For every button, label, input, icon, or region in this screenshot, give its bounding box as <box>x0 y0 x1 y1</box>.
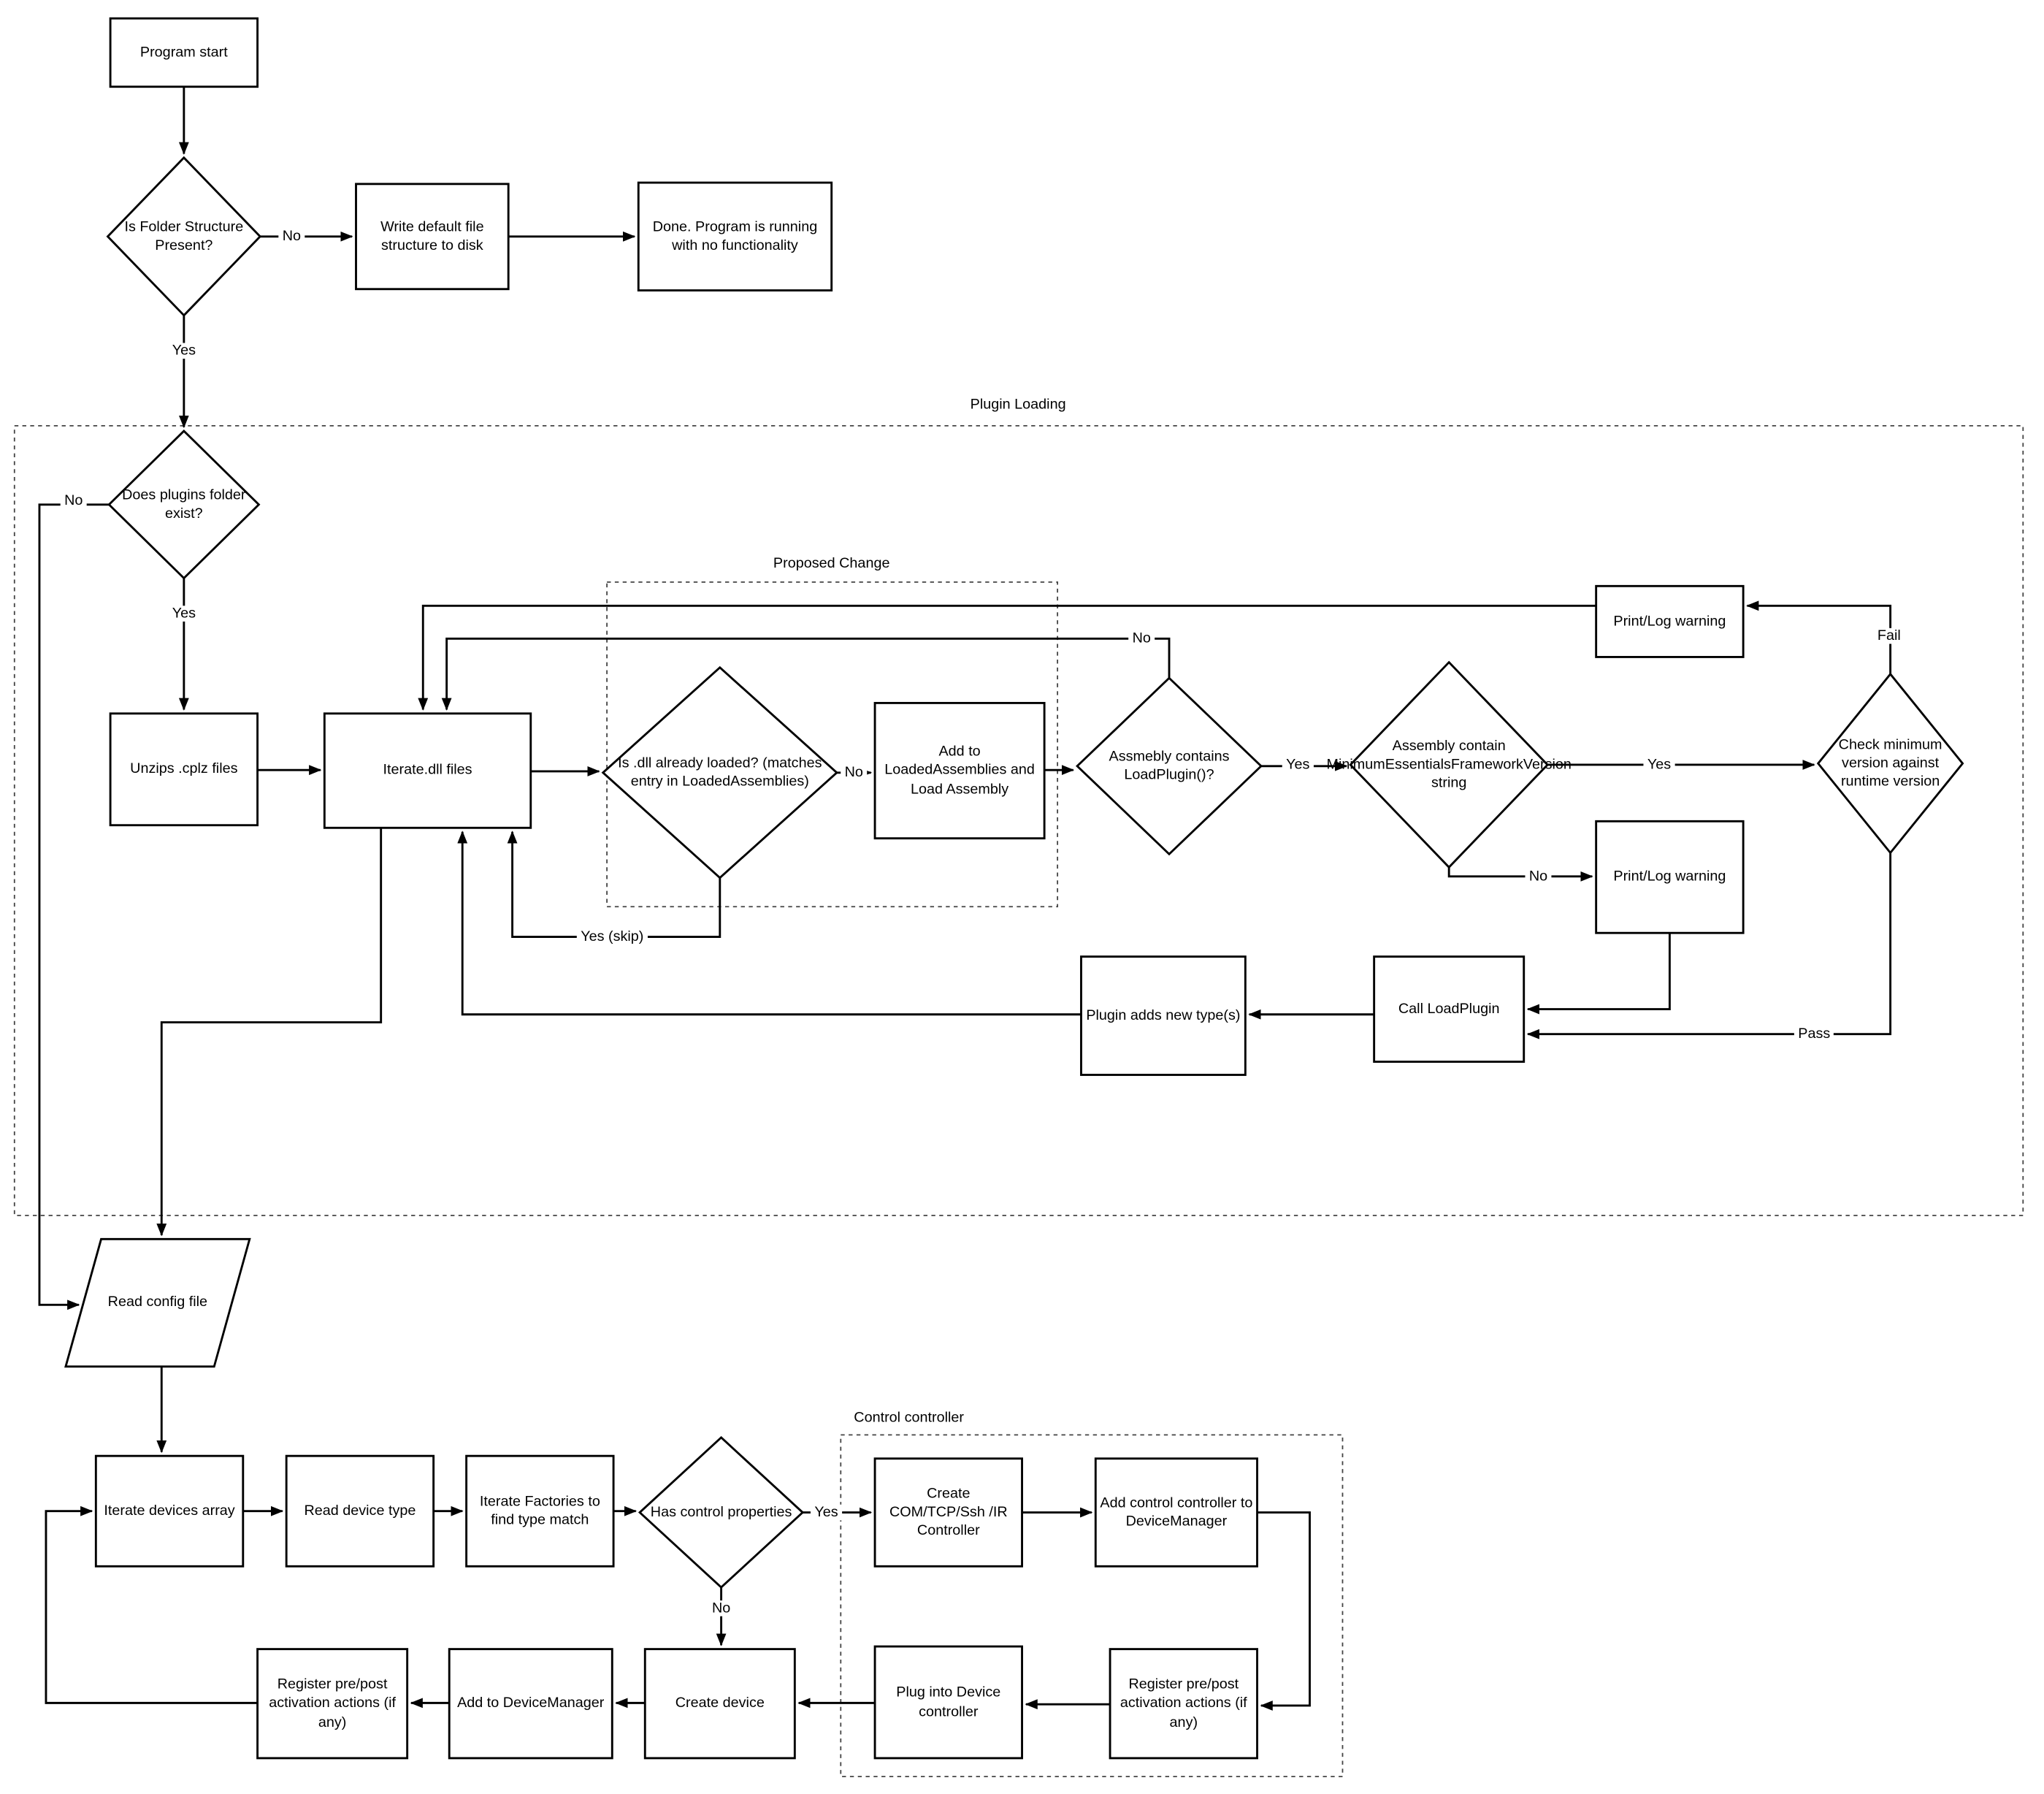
edge-label-folder-no: No <box>278 229 305 245</box>
node-print-warning-top: Print/Log warning <box>1613 614 1726 630</box>
min-version-diamond <box>1349 660 1550 869</box>
node-done: Done. Program is running with no functio… <box>652 219 818 254</box>
iterate-factories-shape <box>465 1454 615 1568</box>
edge-label-minversion-yes: Yes <box>1643 757 1675 773</box>
iterate-dll-shape <box>323 712 532 829</box>
node-check-min-version: Check minimum version against runtime ve… <box>1838 736 1942 790</box>
plugin-adds-shape <box>1080 955 1247 1076</box>
edge-label-dll-yes-skip: Yes (skip) <box>576 928 648 945</box>
proposed-change-label: Proposed Change <box>773 555 890 572</box>
edge-check-pass <box>1526 852 1892 1039</box>
node-print-warning-bottom: Print/Log warning <box>1613 869 1726 885</box>
print-warning-bottom-shape <box>1595 820 1745 934</box>
folder-structure-diamond <box>106 156 262 317</box>
edge-label-minversion-no: No <box>1525 869 1552 885</box>
edge-label-plugins-no: No <box>60 492 87 509</box>
node-folder-structure-present: Is Folder Structure Present? <box>124 219 244 254</box>
node-add-control-controller: Add control controller to DeviceManager <box>1100 1495 1253 1530</box>
unzips-shape <box>109 712 259 827</box>
edge-addcontroller-to-register <box>1257 1511 1311 1711</box>
register-left-shape <box>256 1648 409 1760</box>
node-read-config: Read config file <box>107 1294 208 1311</box>
proposed-change-container <box>606 581 1059 908</box>
edge-label-control-yes: Yes <box>810 1504 843 1521</box>
edge-label-check-pass: Pass <box>1794 1026 1834 1042</box>
read-device-type-shape <box>285 1454 435 1568</box>
plug-into-device-shape <box>873 1645 1023 1760</box>
edge-plugin-adds-to-iterate <box>457 831 1082 1016</box>
node-min-version-string: Assembly contain MinimumEssentialsFramew… <box>1326 738 1572 791</box>
edge-label-plugins-yes: Yes <box>168 606 200 622</box>
edge-label-loadplugin-no: No <box>1128 630 1155 647</box>
add-assemblies-shape <box>873 701 1046 840</box>
check-min-version-diamond <box>1816 672 1964 855</box>
edge-plugins-no <box>38 503 110 1310</box>
edge-warning-top-to-iterate <box>418 604 1596 711</box>
node-unzips-cplz: Unzips .cplz files <box>130 761 238 777</box>
edge-register-left-to-devices <box>45 1505 258 1704</box>
node-create-device: Create device <box>675 1695 765 1711</box>
node-read-device-type: Read device type <box>304 1503 416 1519</box>
edge-iterate-to-readconfig <box>156 828 383 1237</box>
node-plugins-folder-exist: Does plugins folder exist? <box>122 487 246 522</box>
node-register-prepost-left: Register pre/post activation actions (if… <box>269 1677 397 1730</box>
edge-check-fail <box>1746 600 1892 674</box>
plugin-loading-label: Plugin Loading <box>970 397 1066 413</box>
call-loadplugin-shape <box>1373 955 1526 1063</box>
node-program-start: Program start <box>139 45 228 61</box>
program-start-shape <box>109 17 259 88</box>
plugins-folder-diamond <box>107 430 261 580</box>
edge-label-dll-no: No <box>841 764 868 781</box>
edge-label-control-no: No <box>708 1600 735 1616</box>
node-iterate-devices: Iterate devices array <box>104 1503 235 1519</box>
node-iterate-dll: Iterate.dll files <box>383 763 472 779</box>
add-control-controller-shape <box>1094 1457 1258 1568</box>
plugin-loading-container <box>13 424 2024 1216</box>
contains-loadplugin-diamond <box>1076 676 1263 856</box>
create-device-shape <box>643 1648 796 1760</box>
node-dll-already-loaded: Is .dll already loaded? (matches entry i… <box>618 755 822 790</box>
node-register-prepost-right: Register pre/post activation actions (if… <box>1119 1677 1247 1730</box>
read-config-parallelogram <box>64 1237 251 1368</box>
node-plug-into-device: Plug into Device controller <box>896 1684 1001 1719</box>
edge-minversion-no <box>1447 867 1593 882</box>
node-plugin-adds-types: Plugin adds new type(s) <box>1086 1007 1241 1024</box>
node-iterate-factories: Iterate Factories to find type match <box>479 1494 600 1529</box>
node-write-default: Write default file structure to disk <box>380 219 484 254</box>
write-default-shape <box>355 183 510 291</box>
done-shape <box>637 181 833 291</box>
node-has-control-properties: Has control properties <box>650 1504 792 1521</box>
edge-loadplugin-no <box>441 637 1171 711</box>
edge-label-check-fail: Fail <box>1873 627 1905 644</box>
edge-warning-bottom-to-call <box>1526 933 1671 1015</box>
register-right-shape <box>1109 1648 1258 1760</box>
node-add-loaded-assemblies: Add to LoadedAssemblies and Load Assembl… <box>884 744 1035 798</box>
node-call-loadplugin: Call LoadPlugin <box>1398 1001 1500 1018</box>
node-add-to-devicemanager: Add to DeviceManager <box>457 1695 605 1711</box>
print-warning-top-shape <box>1595 584 1745 658</box>
has-control-diamond <box>638 1436 805 1589</box>
dll-loaded-diamond <box>601 665 839 879</box>
node-contains-loadplugin: Assmebly contains LoadPlugin()? <box>1109 749 1230 784</box>
add-devicemanager-shape <box>448 1648 613 1760</box>
edge-label-loadplugin-yes: Yes <box>1282 757 1314 773</box>
iterate-devices-shape <box>94 1454 245 1568</box>
node-create-controller: Create COM/TCP/Ssh /IR Controller <box>889 1486 1008 1539</box>
edge-label-folder-yes: Yes <box>168 343 200 359</box>
create-controller-shape <box>873 1457 1023 1568</box>
control-controller-label: Control controller <box>854 1410 964 1426</box>
control-controller-container <box>840 1434 1344 1778</box>
